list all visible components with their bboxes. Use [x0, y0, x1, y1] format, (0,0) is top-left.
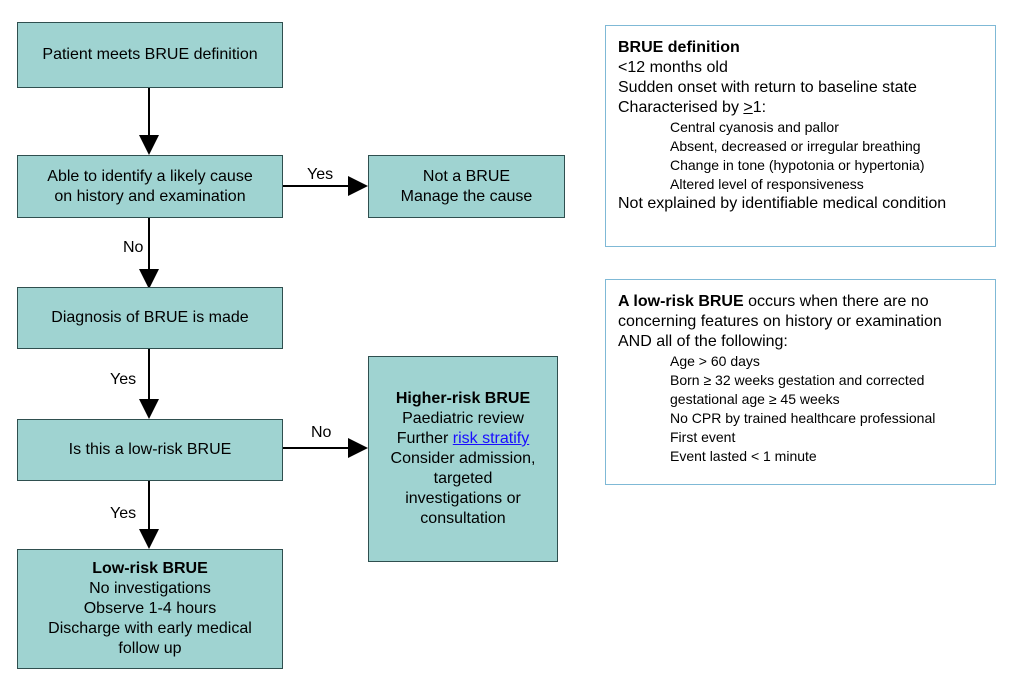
- low-risk-def-line-1: A low-risk BRUE occurs when there are no: [618, 292, 983, 312]
- label-yes-lowrisk: Yes: [110, 505, 137, 522]
- identify-line-2: on history and examination: [54, 187, 246, 205]
- low-risk-line-3: Discharge with early medical: [48, 620, 252, 637]
- higher-risk-line-3: Consider admission,: [390, 450, 536, 467]
- not-brue-box: Not a BRUE Manage the cause: [368, 155, 565, 218]
- low-risk-criterion: Age > 60 days: [670, 353, 760, 369]
- label-no-identify: No: [123, 239, 144, 256]
- definition-title: BRUE definition: [618, 39, 740, 56]
- definition-line-3-suffix: 1:: [752, 99, 767, 116]
- low-risk-def-rest: occurs when there are no: [743, 293, 929, 310]
- label-yes-diagnosis: Yes: [110, 371, 137, 388]
- definition-item: Central cyanosis and pallor: [670, 119, 839, 135]
- low-risk-criterion: No CPR by trained healthcare professiona…: [670, 410, 936, 426]
- definition-item: Altered level of responsiveness: [670, 176, 864, 192]
- risk-stratify-link[interactable]: risk stratify: [452, 430, 530, 447]
- higher-risk-line-6: consultation: [420, 510, 506, 527]
- diagnosis-text: Diagnosis of BRUE is made: [51, 309, 249, 326]
- start-box: Patient meets BRUE definition: [17, 22, 283, 88]
- brue-definition-panel: BRUE definition <12 months old Sudden on…: [605, 25, 996, 247]
- definition-item: Change in tone (hypotonia or hypertonia): [670, 157, 925, 173]
- low-risk-criterion: Event lasted < 1 minute: [670, 448, 817, 464]
- low-risk-criterion: Born ≥ 32 weeks gestation and corrected: [670, 372, 925, 388]
- higher-risk-line-4: targeted: [433, 470, 493, 487]
- low-risk-title: Low-risk BRUE: [92, 560, 208, 577]
- identify-line-1: Able to identify a likely cause: [47, 167, 253, 185]
- low-risk-definition-panel: A low-risk BRUE occurs when there are no…: [605, 279, 996, 485]
- low-risk-question-text: Is this a low-risk BRUE: [68, 441, 232, 458]
- start-text: Patient meets BRUE definition: [42, 46, 258, 63]
- not-brue-line-2: Manage the cause: [400, 187, 533, 205]
- low-risk-question-box: Is this a low-risk BRUE: [17, 419, 283, 481]
- definition-line-3: Characterised by >1:: [618, 98, 983, 118]
- definition-footer: Not explained by identifiable medical co…: [618, 195, 947, 212]
- definition-line-2: Sudden onset with return to baseline sta…: [618, 79, 917, 96]
- definition-line-3-prefix: Characterised by: [618, 99, 744, 116]
- low-risk-criterion: gestational age ≥ 45 weeks: [670, 391, 840, 407]
- low-risk-box: Low-risk BRUE No investigations Observe …: [17, 549, 283, 669]
- label-no-lowrisk: No: [311, 424, 332, 441]
- definition-item: Absent, decreased or irregular breathing: [670, 138, 921, 154]
- diagnosis-box: Diagnosis of BRUE is made: [17, 287, 283, 349]
- low-risk-criterion: First event: [670, 429, 736, 445]
- low-risk-def-title: A low-risk BRUE: [618, 293, 744, 310]
- not-brue-line-1: Not a BRUE: [422, 167, 511, 185]
- definition-line-1: <12 months old: [618, 59, 728, 76]
- low-risk-def-line-2: concerning features on history or examin…: [618, 313, 942, 330]
- greater-equal-symbol: >: [743, 99, 753, 116]
- higher-risk-box: Higher-risk BRUE Paediatric review Furth…: [368, 356, 558, 562]
- low-risk-line-1: No investigations: [89, 580, 211, 597]
- higher-risk-line-1: Paediatric review: [402, 410, 524, 427]
- higher-risk-line-5: investigations or: [405, 490, 521, 507]
- low-risk-line-2: Observe 1-4 hours: [83, 600, 217, 617]
- low-risk-line-4: follow up: [118, 640, 182, 657]
- low-risk-def-line-3: AND all of the following:: [618, 333, 788, 350]
- higher-risk-title: Higher-risk BRUE: [395, 390, 531, 407]
- higher-risk-line-2-prefix: Further: [396, 430, 453, 447]
- identify-cause-box: Able to identify a likely cause on histo…: [17, 155, 283, 218]
- label-yes-identify: Yes: [307, 166, 334, 183]
- higher-risk-line-2: Further risk stratify: [397, 429, 529, 449]
